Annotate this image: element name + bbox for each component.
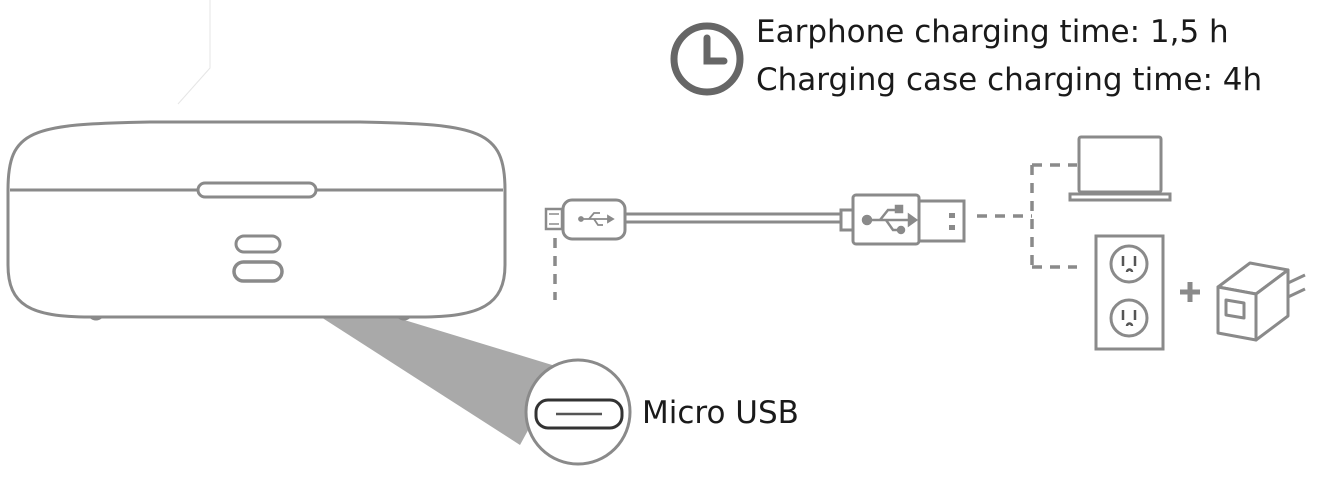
plus-icon	[1180, 282, 1200, 302]
usb-symbol-icon	[861, 204, 919, 235]
clock-icon	[670, 22, 744, 96]
case-charging-time: Charging case charging time: 4h	[756, 62, 1263, 98]
corner-artifact	[177, 0, 211, 105]
micro-usb-port-zoom	[524, 358, 632, 466]
earphone-charging-time: Earphone charging time: 1,5 h	[756, 14, 1229, 50]
charging-case	[6, 120, 507, 321]
zoom-beam	[268, 283, 562, 445]
laptop-icon	[1068, 135, 1172, 202]
power-branch-lines	[977, 163, 1077, 269]
power-adapter-icon	[1216, 261, 1306, 342]
usb-symbol-icon	[578, 212, 615, 226]
micro-usb-label: Micro USB	[642, 395, 799, 431]
wall-outlet-icon	[1094, 234, 1165, 351]
